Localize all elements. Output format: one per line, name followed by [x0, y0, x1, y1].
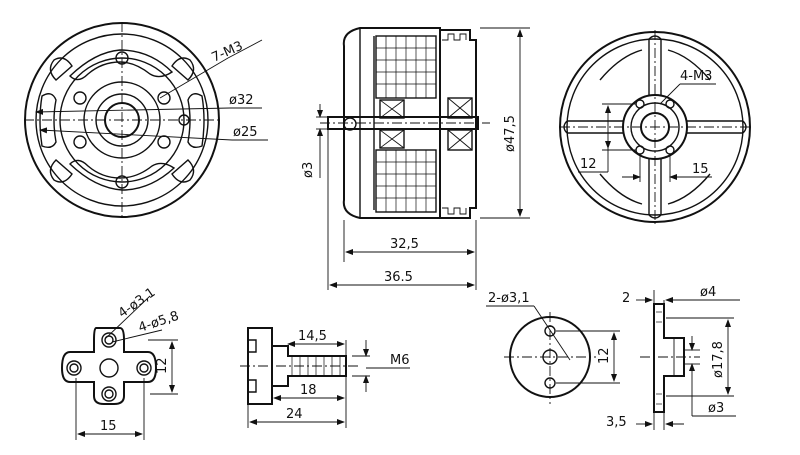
rear-cross-arms — [563, 35, 747, 219]
rear-view: 4-M3 12 15 — [559, 30, 751, 224]
side-total-length-label: 36.5 — [384, 270, 413, 285]
cross-spacing-v-label: 12 — [155, 357, 170, 374]
cross-hole-large-label: 4-ø5,8 — [137, 309, 181, 336]
plate-side-dia-mid-label: ø17,8 — [711, 341, 726, 378]
side-shaft-dia-label: ø3 — [301, 162, 316, 178]
adapter-len2-label: 18 — [300, 383, 317, 398]
adapter-shaft — [272, 345, 347, 387]
plate-side-bottom-thickness-label: 3,5 — [606, 415, 627, 430]
front-dia-outer-label: ø32 — [229, 93, 254, 108]
front-dia-inner-label: ø25 — [233, 125, 258, 140]
plate-side-bore-label: ø3 — [708, 401, 724, 416]
side-view: ø3 ø47,5 32,5 36.5 — [301, 27, 530, 290]
side-windings-top — [375, 35, 437, 99]
cross-spacing-h-label: 15 — [100, 419, 117, 434]
side-bearings — [379, 97, 473, 151]
front-dia25-leader — [39, 127, 233, 141]
side-diameter-label: ø47,5 — [503, 115, 518, 152]
rear-spacing-h-label: 15 — [692, 162, 709, 177]
front-thread-label: 7-M3 — [210, 39, 246, 66]
plate-spacing-label: 12 — [597, 347, 612, 364]
front-view: 7-M3 ø32 ø25 — [24, 22, 268, 218]
adapter-len3-label: 24 — [286, 407, 303, 422]
rear-thread-label: 4-M3 — [680, 69, 712, 84]
plate-side-top-thickness-label: 2 — [622, 291, 630, 306]
rear-spacing-v-label: 12 — [580, 157, 597, 172]
plate-side-outline — [653, 303, 685, 413]
plate-side-dia-small-label: ø4 — [700, 285, 716, 300]
plate-holes-label: 2-ø3,1 — [488, 291, 530, 306]
adapter-thread-label: M6 — [390, 353, 410, 368]
front-thread-leader — [159, 57, 229, 99]
prop-adapter: 14,5 M6 18 24 — [240, 327, 410, 428]
cross-mount: 4-ø3,1 4-ø5,8 12 15 — [60, 285, 181, 440]
side-base-fins — [442, 33, 467, 215]
side-base-outline — [440, 29, 477, 219]
front-dia32-leader — [35, 107, 231, 115]
side-body-length-label: 32,5 — [390, 237, 419, 252]
side-windings-bottom — [375, 149, 437, 213]
round-plate: 2-ø3,1 12 — [486, 291, 620, 404]
cross-mount-outline — [60, 327, 158, 405]
plate-side-view: 2 ø4 ø17,8 ø3 3,5 — [606, 285, 740, 430]
adapter-flange — [247, 327, 273, 405]
adapter-len1-label: 14,5 — [298, 329, 327, 344]
